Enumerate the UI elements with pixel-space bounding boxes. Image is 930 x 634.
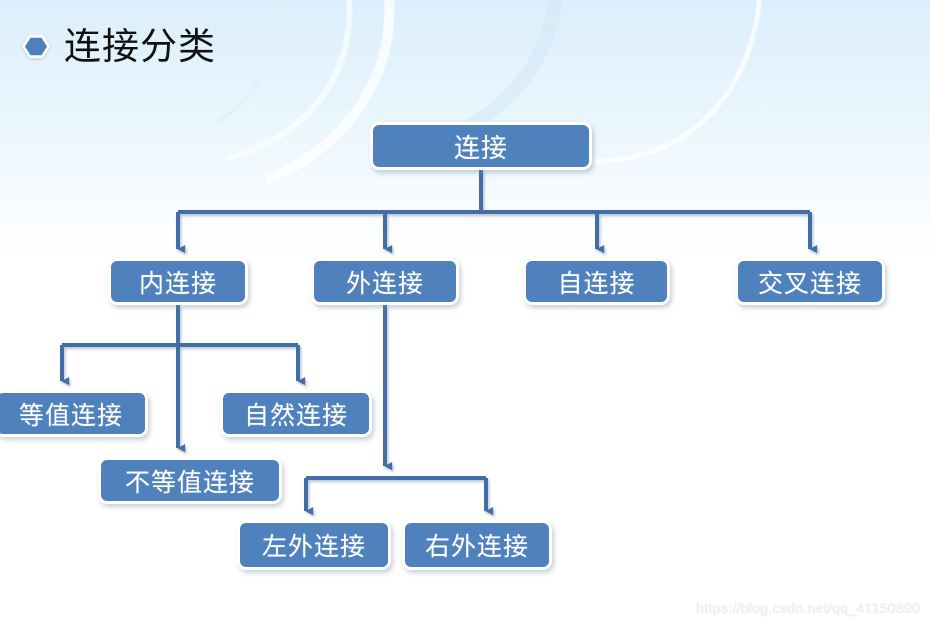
node-non-equi-join[interactable]: 不等值连接 bbox=[98, 457, 282, 504]
node-cross-join[interactable]: 交叉连接 bbox=[735, 258, 885, 305]
node-natural-join[interactable]: 自然连接 bbox=[220, 390, 372, 437]
node-root-connection[interactable]: 连接 bbox=[370, 122, 592, 170]
hexagon-icon bbox=[22, 34, 50, 59]
node-left-outer-join[interactable]: 左外连接 bbox=[237, 520, 391, 570]
node-inner-join[interactable]: 内连接 bbox=[108, 258, 248, 305]
page-title: 连接分类 bbox=[64, 26, 216, 67]
node-equi-join[interactable]: 等值连接 bbox=[0, 390, 148, 437]
node-right-outer-join[interactable]: 右外连接 bbox=[402, 520, 552, 570]
node-outer-join[interactable]: 外连接 bbox=[311, 258, 459, 305]
watermark-text: https://blog.csdn.net/qq_41150890 bbox=[696, 600, 920, 616]
node-self-join[interactable]: 自连接 bbox=[523, 258, 670, 305]
slide-title-bar: 连接分类 bbox=[22, 28, 216, 65]
